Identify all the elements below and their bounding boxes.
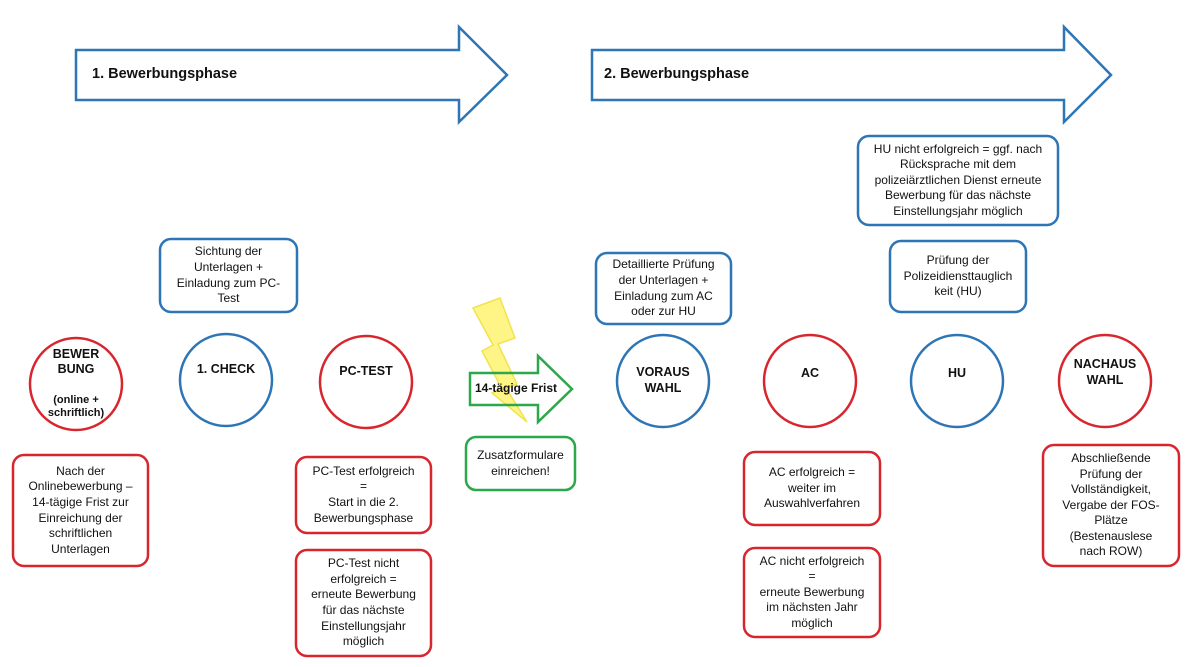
lightning-bolt-icon (471, 297, 528, 423)
circle-bewerbung-sub: (online + schriftlich) (47, 393, 105, 420)
box-ac-success-text: AC erfolgreich = weiter im Auswahlverfah… (763, 465, 861, 511)
circle-ac-label: AC (800, 366, 820, 381)
phase-1-label: 1. Bewerbungsphase (92, 66, 238, 82)
box-ac-success (742, 450, 882, 527)
box-frist-info (11, 453, 150, 568)
box-abschluss-text: Abschließende Prüfung der Vollständigkei… (1062, 450, 1160, 559)
box-pc-success (294, 455, 433, 535)
box-frist-info-text: Nach der Onlinebewerbung – 14-tägige Fri… (28, 463, 133, 556)
circle-check-label: 1. CHECK (196, 362, 256, 377)
box-sichtung-text: Sichtung der Unterlagen + Einladung zum … (176, 244, 281, 306)
frist-arrow-label: 14-tägige Frist (474, 381, 558, 396)
circle-vorauswahl (615, 333, 711, 429)
box-detail (594, 251, 733, 326)
circle-ac (762, 333, 858, 429)
box-hu-fail-text: HU nicht erfolgreich = ggf. nach Rückspr… (873, 141, 1043, 218)
circle-pctest (318, 334, 414, 430)
circle-hu-label: HU (947, 366, 967, 381)
box-pc-fail (294, 548, 433, 658)
circle-bewerbung-label: BEWER BUNG (online + schriftlich) (30, 344, 122, 424)
box-hu-pruefung (888, 239, 1028, 314)
circle-nachauswahl-label: NACHAUS WAHL (1073, 357, 1137, 387)
circle-check (178, 332, 274, 428)
frist-arrow (468, 353, 574, 425)
box-abschluss (1041, 443, 1181, 568)
phase-1-arrow (74, 23, 509, 125)
box-hu-pruefung-text: Prüfung der Polizeidiensttauglich keit (… (903, 253, 1013, 299)
phase-2-label: 2. Bewerbungsphase (604, 66, 750, 82)
phase-2-arrow (590, 23, 1113, 126)
circle-bewerbung (28, 336, 124, 432)
box-sichtung (158, 237, 299, 314)
box-pc-fail-text: PC-Test nicht erfolgreich = erneute Bewe… (311, 556, 416, 649)
box-detail-text: Detaillierte Prüfung der Unterlagen + Ei… (612, 257, 715, 319)
box-hu-fail (856, 134, 1060, 227)
box-zusatz (464, 435, 577, 492)
circle-vorauswahl-label: VORAUS WAHL (636, 365, 690, 395)
box-pc-success-text: PC-Test erfolgreich = Start in die 2. Be… (312, 463, 415, 525)
circle-nachauswahl (1057, 333, 1153, 429)
circle-pctest-label: PC-TEST (339, 364, 393, 379)
circle-bewerbung-title: BEWER BUNG (52, 346, 100, 377)
circle-hu (909, 333, 1005, 429)
box-zusatz-text: Zusatzformulare einreichen! (477, 447, 564, 478)
box-ac-fail (742, 546, 882, 639)
box-ac-fail-text: AC nicht erfolgreich = erneute Bewerbung… (759, 553, 865, 630)
